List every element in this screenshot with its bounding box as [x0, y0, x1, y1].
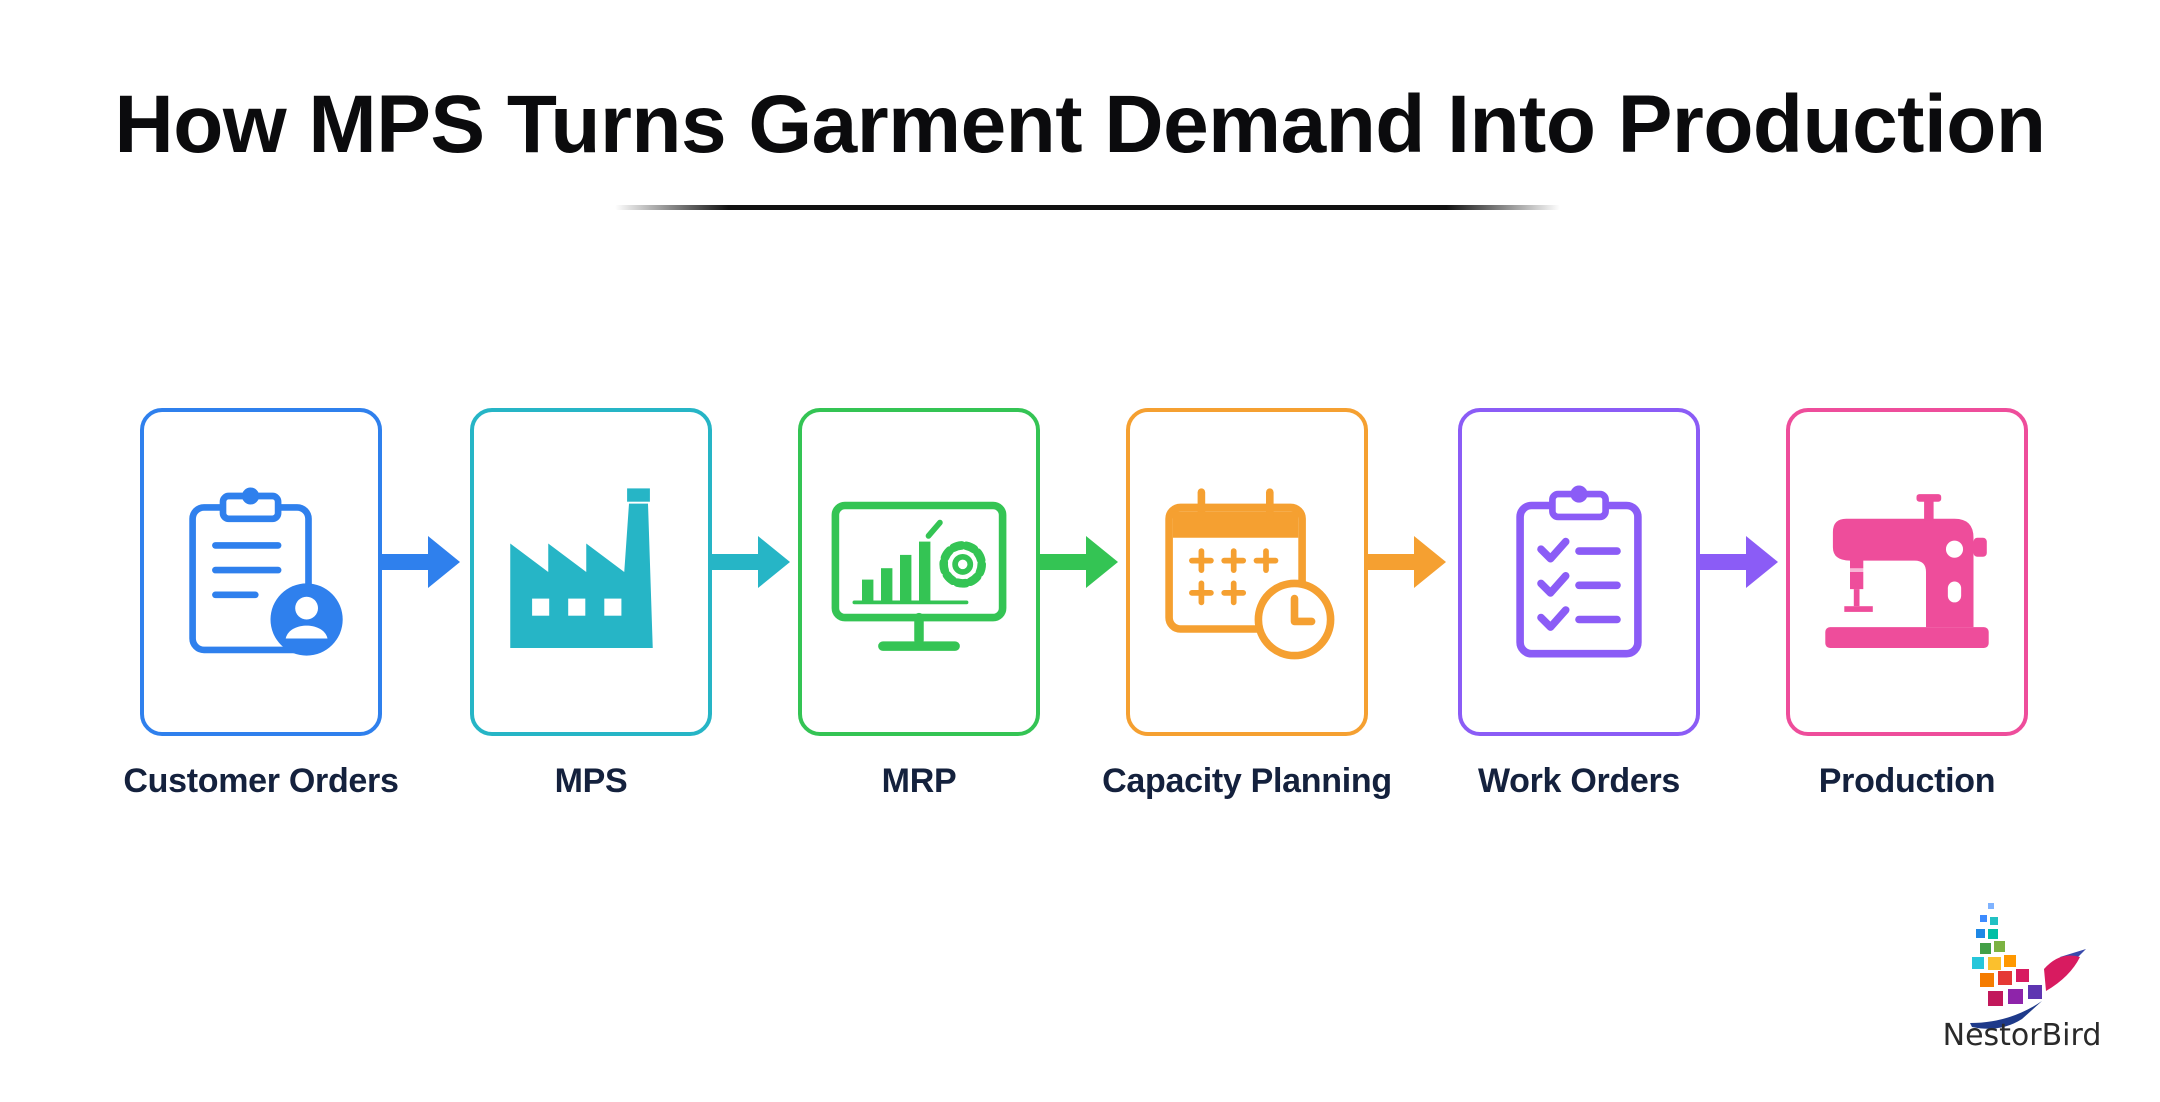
checklist-clipboard-icon — [1516, 485, 1642, 658]
step-capacity-planning — [1126, 408, 1368, 736]
brand-name: NestorBird — [1942, 1018, 2102, 1053]
title-divider — [615, 205, 1560, 210]
clipboard-user-icon — [189, 487, 343, 656]
step-production — [1786, 408, 2028, 736]
arrow-right-icon — [1040, 532, 1118, 592]
step-work-orders — [1458, 408, 1700, 736]
arrow-right-icon — [1700, 532, 1778, 592]
monitor-chart-gear-icon — [831, 501, 1007, 651]
sewing-machine-icon — [1825, 494, 1989, 648]
step-customer-orders — [140, 408, 382, 736]
calendar-clock-icon — [1165, 488, 1335, 660]
step-label-mrp: MRP — [881, 762, 957, 800]
arrow-right-icon — [382, 532, 460, 592]
arrow-right-icon — [1368, 532, 1446, 592]
factory-icon — [510, 488, 653, 648]
step-label-work-orders: Work Orders — [1477, 762, 1681, 800]
step-label-mps: MPS — [554, 762, 628, 800]
step-label-customer-orders: Customer Orders — [123, 762, 399, 800]
step-label-production: Production — [1818, 762, 1996, 800]
page-title: How MPS Turns Garment Demand Into Produc… — [114, 79, 2046, 170]
step-mps — [470, 408, 712, 736]
arrow-right-icon — [712, 532, 790, 592]
nestorbird-logo — [1910, 895, 2120, 1070]
step-label-capacity-planning: Capacity Planning — [1102, 762, 1392, 800]
step-mrp — [798, 408, 1040, 736]
